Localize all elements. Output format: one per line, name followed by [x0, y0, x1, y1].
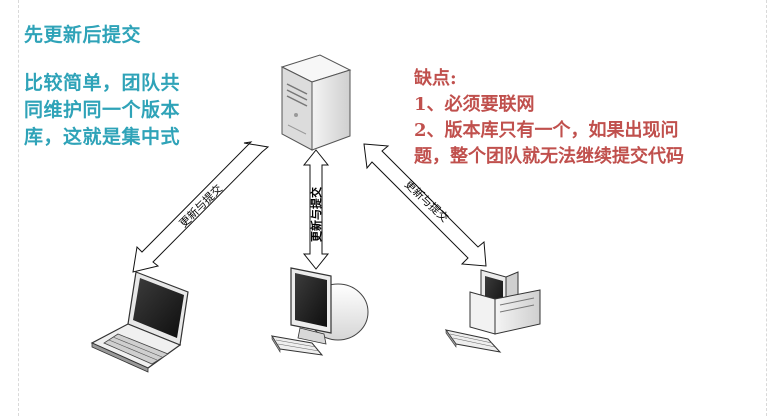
keyboard-icon [444, 329, 502, 353]
left-note-line: 比较简单，团队共 [24, 72, 181, 94]
left-dashed-border [18, 0, 19, 416]
right-note-line: 2、版本库只有一个，如果出现问 [414, 120, 679, 141]
keyboard-icon [270, 334, 324, 356]
laptop-icon [90, 271, 189, 373]
right-note-title: 缺点: [414, 68, 457, 89]
right-note-line: 题，整个团队就无法继续提交代码 [414, 146, 684, 167]
left-note-line: 同维护同一个版本 [24, 99, 181, 121]
center-sync-arrow: 更新与提交 [302, 149, 330, 270]
header-note: 先更新后提交 [24, 24, 142, 46]
crt-monitor-icon [290, 267, 369, 345]
right-note-line: 1、必须要联网 [414, 94, 535, 115]
right-note: 缺点: 1、必须要联网 2、版本库只有一个，如果出现问 题，整个团队就无法继续提… [414, 66, 684, 170]
left-sync-arrow: 更新与提交 [132, 141, 270, 273]
right-dashed-border [766, 0, 767, 416]
server-icon [280, 54, 352, 151]
right-sync-arrow: 更新与提交 [363, 143, 487, 267]
left-arrow-label: 更新与提交 [176, 181, 225, 230]
desktop-tower-icon [469, 269, 541, 335]
center-arrow-label: 更新与提交 [309, 187, 323, 242]
left-note: 比较简单，团队共 同维护同一个版本 库，这就是集中式 [24, 70, 180, 151]
left-note-line: 库，这就是集中式 [24, 126, 181, 148]
